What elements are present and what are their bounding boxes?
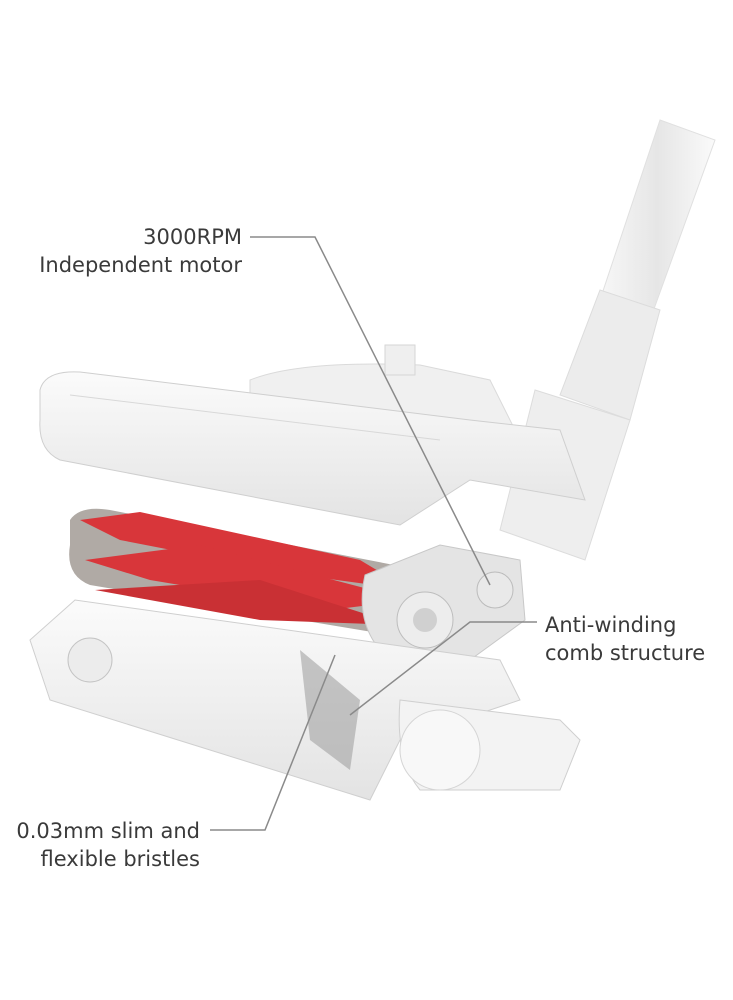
bristles-callout-line (210, 654, 336, 831)
bristles-callout: 0.03mm slim and flexible bristles (16, 817, 200, 873)
comb-callout-line (349, 621, 537, 716)
bristles-callout-line1: 0.03mm slim and (16, 819, 200, 843)
comb-callout-line1: Anti-winding (545, 613, 677, 637)
base-housing (29, 599, 581, 801)
motor-callout-line (250, 236, 491, 586)
motor-callout: 3000RPM Independent motor (39, 223, 242, 279)
top-cover (39, 344, 586, 526)
roller-brush (69, 508, 420, 640)
comb-callout: Anti-winding comb structure (545, 611, 705, 667)
comb-callout-line2: comb structure (545, 641, 706, 665)
motor-callout-line2: Independent motor (39, 253, 242, 277)
motor-callout-line1: 3000RPM (143, 225, 242, 249)
wand-tube (499, 119, 716, 561)
bristles-callout-line2: flexible bristles (40, 847, 200, 871)
